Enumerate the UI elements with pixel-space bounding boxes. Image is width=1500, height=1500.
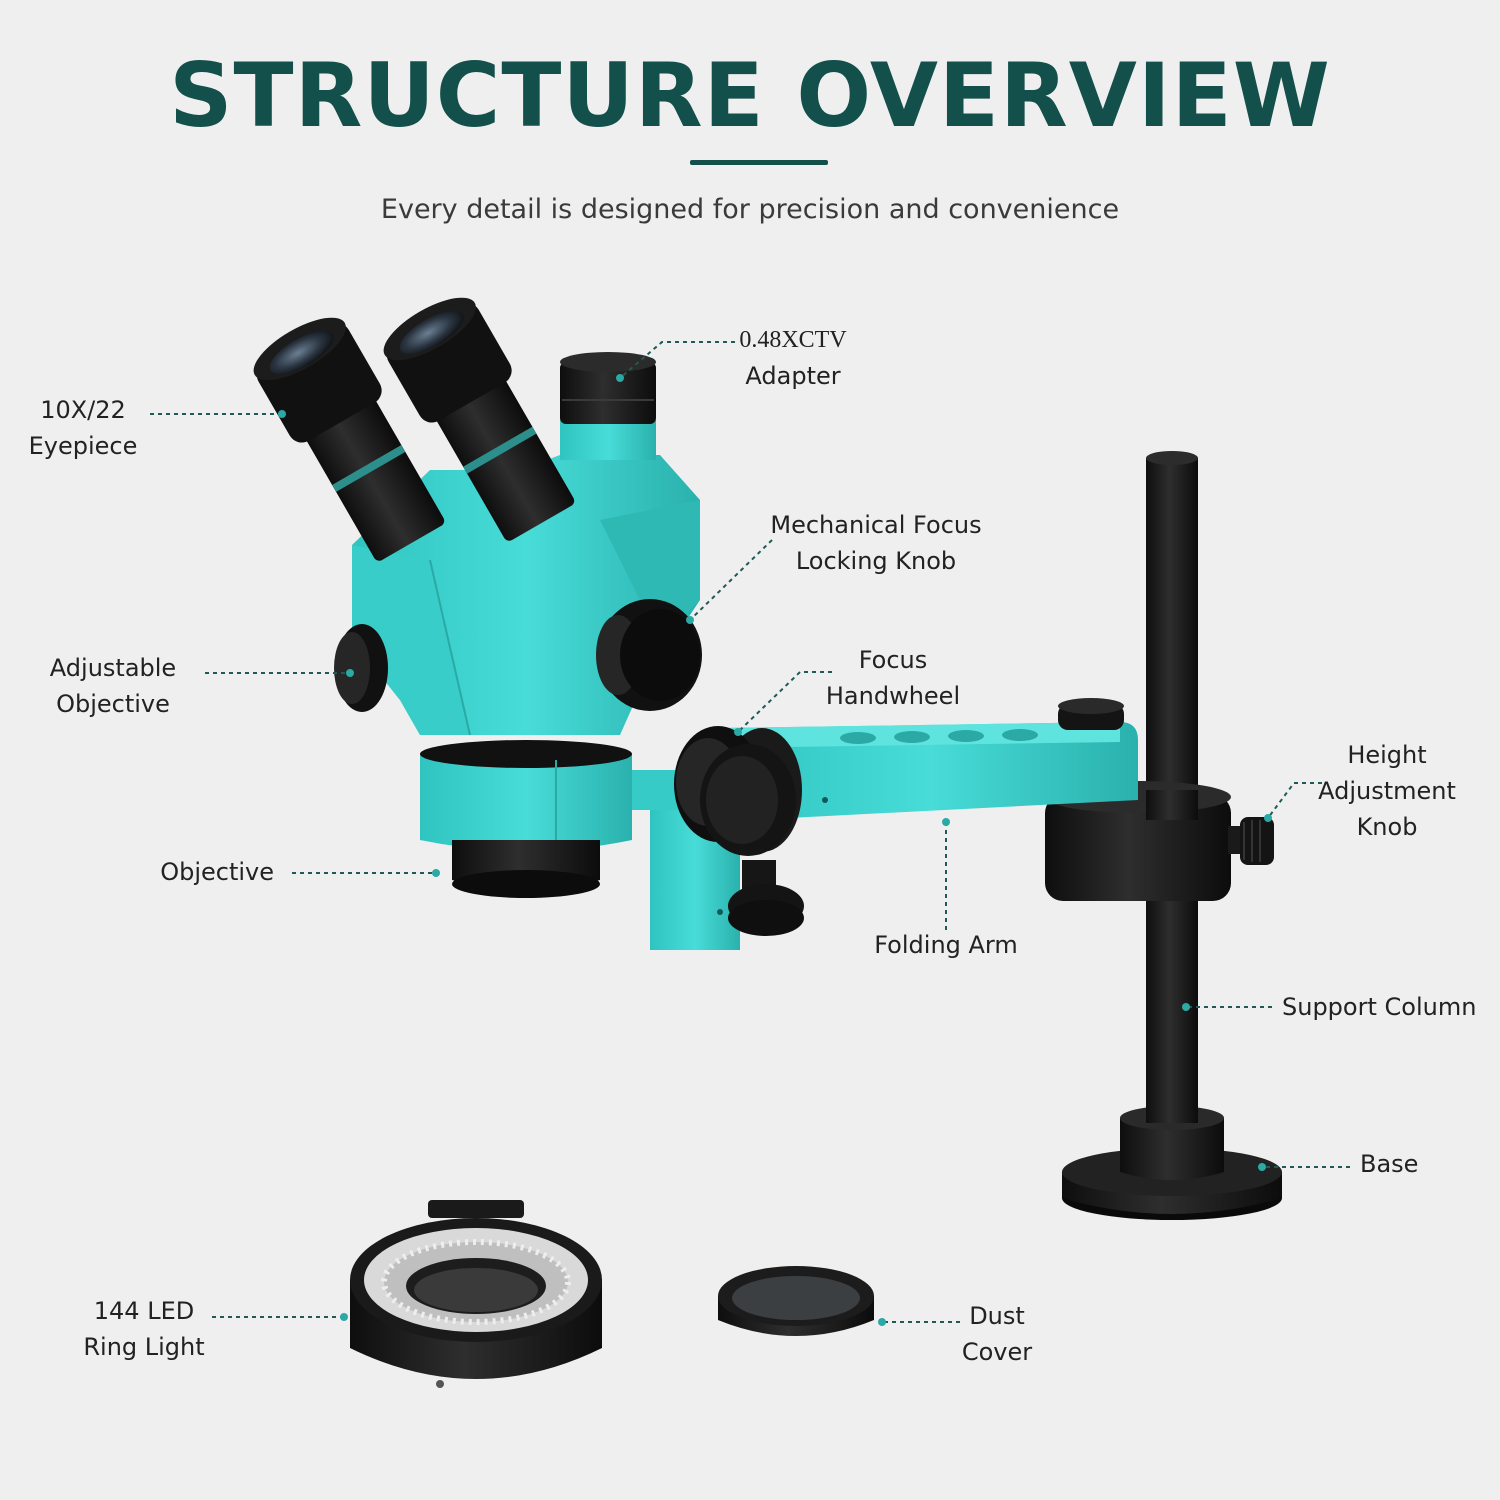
- leader-lines: [150, 341, 1350, 1323]
- label-folding-arm: Folding Arm: [874, 931, 1018, 959]
- adjustable-objective-knob-part: [334, 624, 388, 712]
- page-title: STRUCTURE OVERVIEW: [169, 44, 1331, 147]
- focus-handwheel-part: [674, 726, 804, 936]
- dust-cover-part: [718, 1266, 874, 1336]
- base-part: [1062, 1106, 1282, 1220]
- objective-housing: [420, 740, 632, 898]
- eyepiece-left: [253, 317, 445, 561]
- focus-lock-knob-part: [596, 599, 702, 711]
- ring-light-part: [350, 1200, 602, 1388]
- height-knob-part: [1228, 817, 1274, 865]
- title-underline: [690, 160, 828, 165]
- label-objective: Objective: [160, 858, 274, 886]
- page-subtitle: Every detail is designed for precision a…: [380, 194, 1120, 225]
- folding-arm-part: [720, 698, 1138, 820]
- ctv-adapter-part: [560, 352, 656, 424]
- eyepiece-right: [383, 297, 575, 541]
- leader-dots: [278, 374, 1272, 1326]
- label-support-column: Support Column: [1282, 993, 1477, 1021]
- label-base: Base: [1360, 1150, 1419, 1178]
